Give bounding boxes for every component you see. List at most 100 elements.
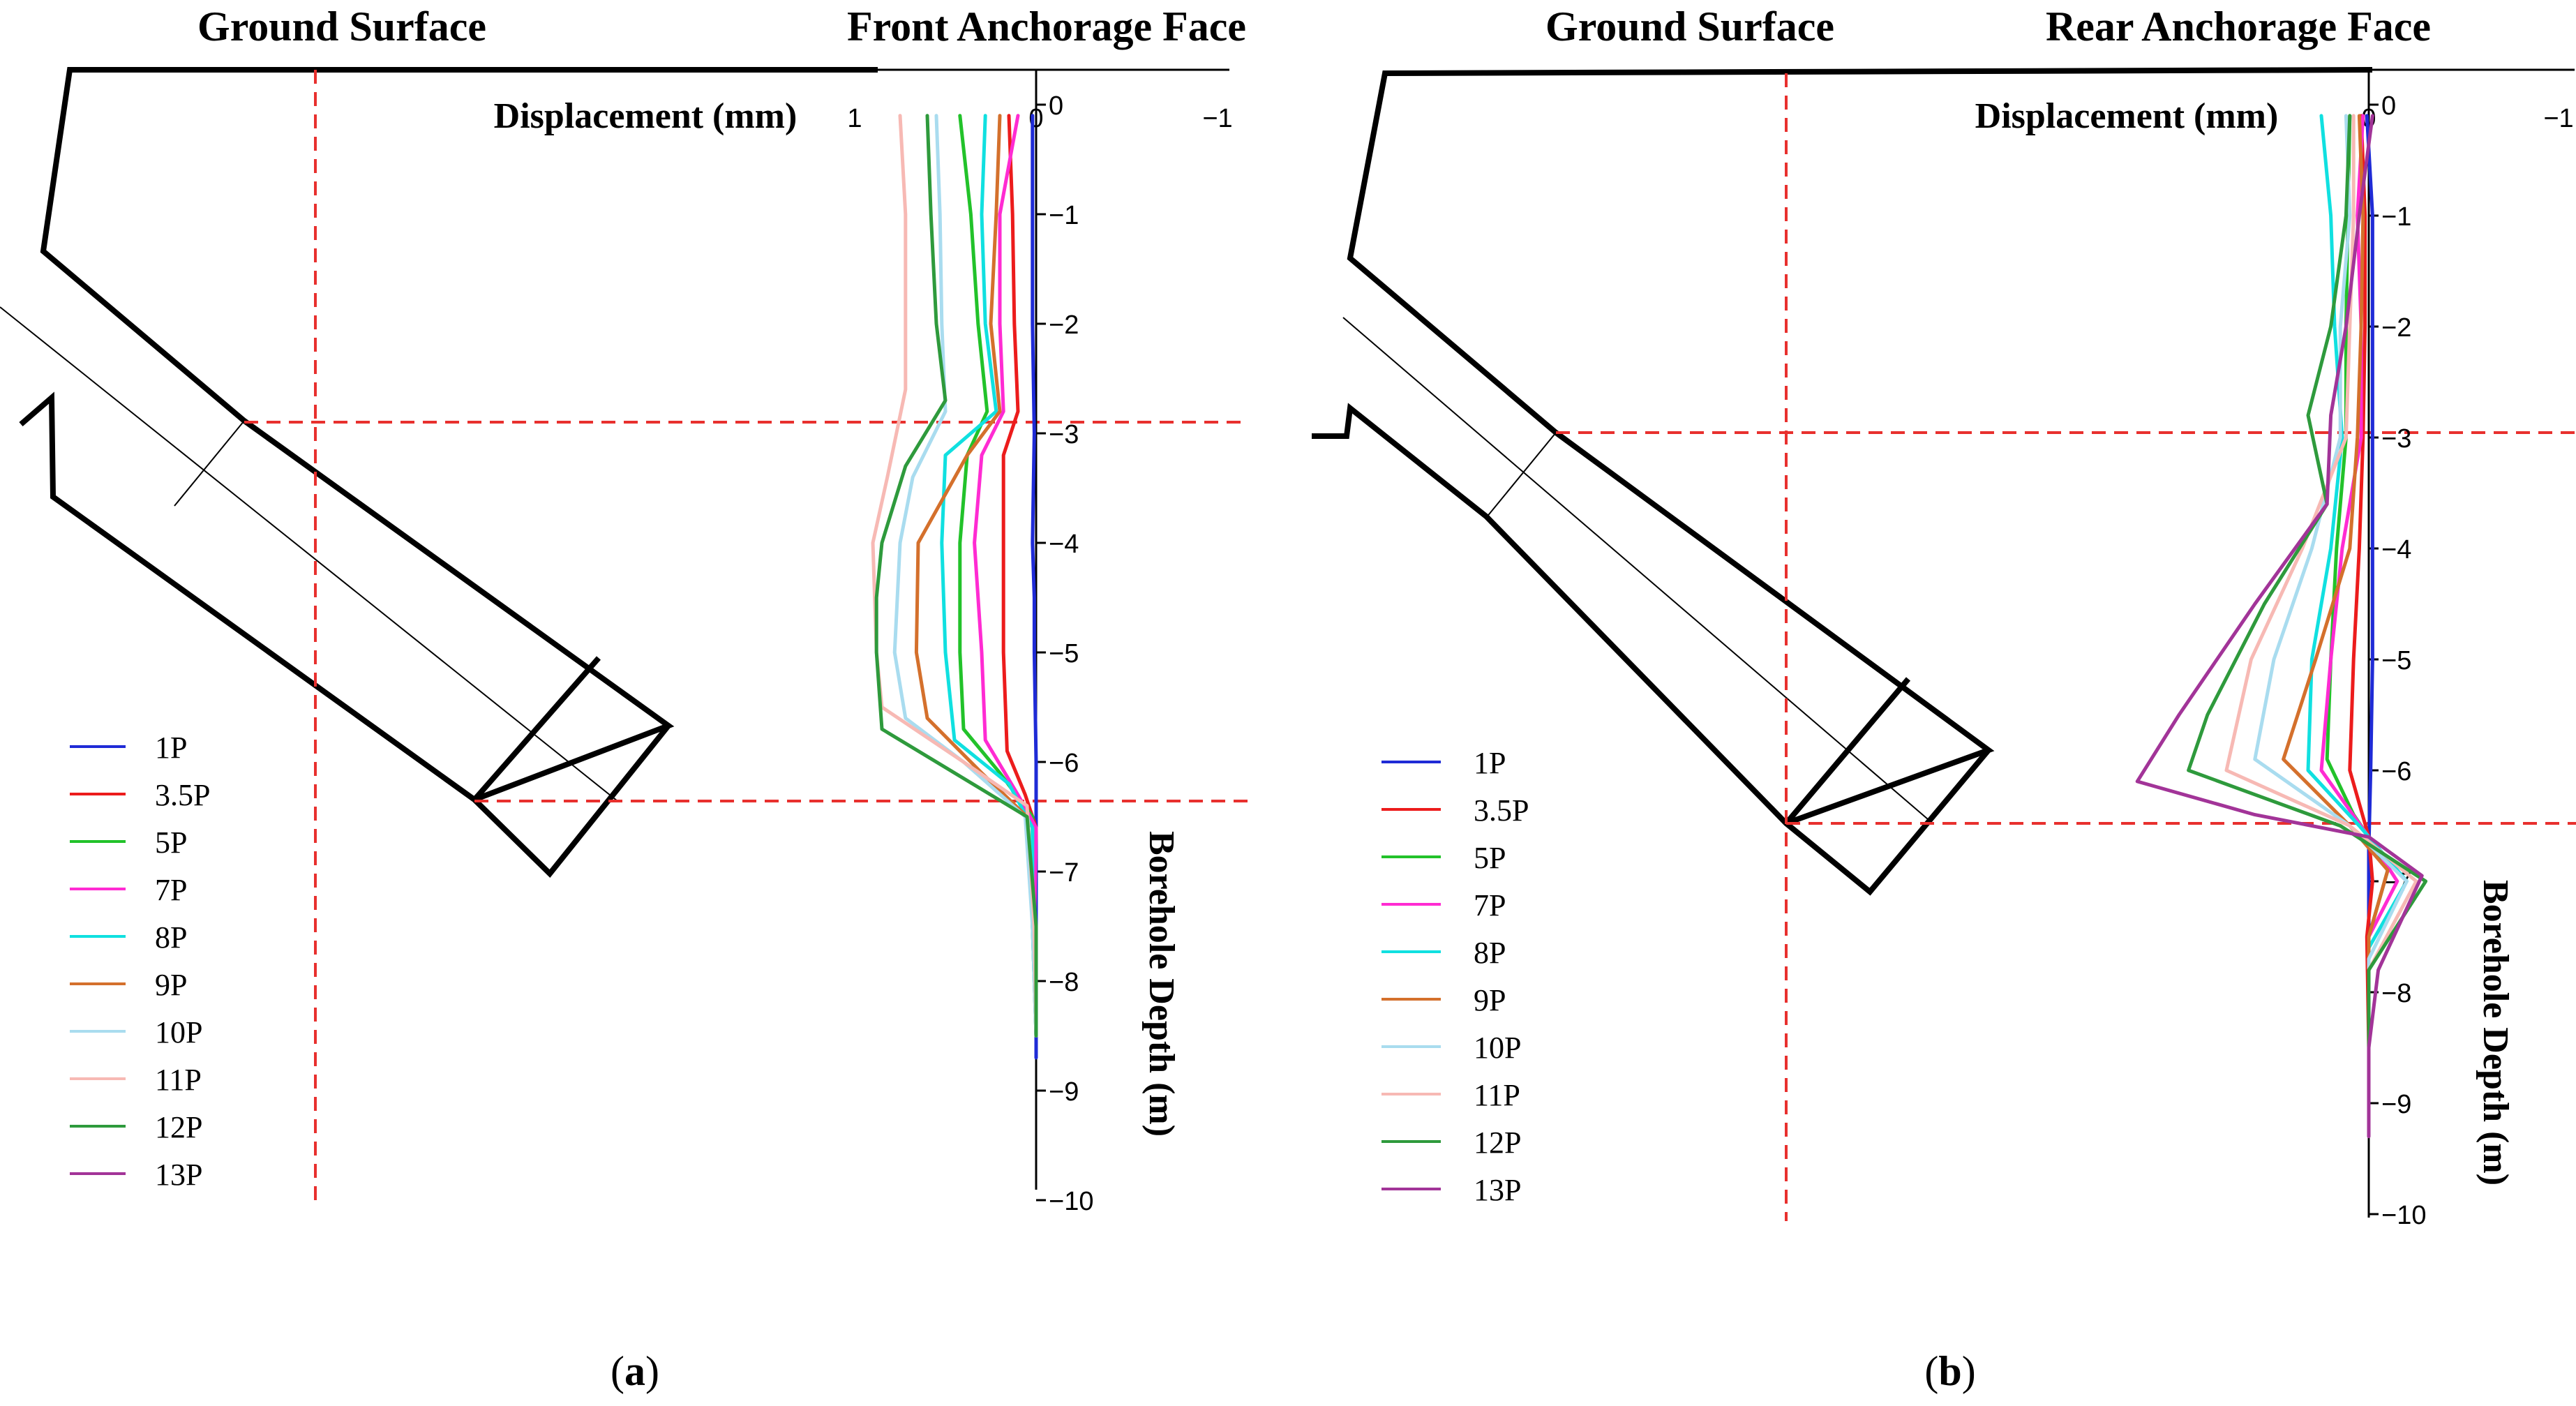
series-line-5p (958, 114, 1038, 1038)
panel-b-series (2135, 114, 2428, 1139)
panel-a-slope-outline (40, 67, 878, 802)
y-tick-label: −4 (1049, 530, 1079, 559)
y-tick-label: −8 (2381, 979, 2411, 1008)
legend-label: 5P (1474, 841, 1506, 875)
legend-item-11p: 11P (1381, 1078, 1520, 1112)
y-tick-label: −9 (2381, 1090, 2411, 1119)
legend-label: 1P (155, 731, 187, 765)
panel-a-y-ticks: 0−1−2−3−4−5−6−7−8−9−10 (1036, 91, 1093, 1216)
y-tick-label: −1 (2381, 202, 2411, 232)
series-line-9p (2282, 114, 2390, 1049)
legend-label: 9P (155, 968, 187, 1002)
y-tick-label: −3 (2381, 424, 2411, 454)
panel-a-y-axis-title: Borehole Depth (m) (1141, 831, 1181, 1137)
legend-item-8p: 8P (1381, 936, 1506, 970)
legend-label: 1P (1474, 746, 1506, 780)
panel-a-guides (244, 70, 1249, 1200)
legend-label: 12P (1474, 1125, 1521, 1160)
y-tick-label: −2 (2381, 313, 2411, 343)
panel-b: Ground Surface Rear Anchorage Face Displ… (1312, 3, 2576, 1394)
legend-item-3-5p: 3.5P (1381, 793, 1529, 828)
panel-b-borehole-lower (1312, 403, 1991, 896)
y-tick-label: −7 (1049, 858, 1079, 888)
panel-a-caption: (a) (611, 1348, 659, 1394)
y-tick-label: −6 (2381, 757, 2411, 786)
legend-label: 7P (1474, 888, 1506, 922)
legend-item-13p: 13P (1381, 1173, 1521, 1207)
panel-b-axes: Displacement (mm) Borehole Depth (m) 0 −1… (1975, 68, 2575, 1230)
panel-a: Ground Surface Front Anchorage Face Disp… (0, 3, 1249, 1394)
legend-item-5p: 5P (1381, 841, 1506, 875)
panel-b-face-label: Rear Anchorage Face (2046, 3, 2431, 50)
legend-label: 7P (155, 873, 187, 907)
series-line-7p (2319, 114, 2399, 1049)
legend-item-10p: 10P (70, 1015, 202, 1049)
panel-a-borehole-lower (19, 391, 671, 878)
panel-a-ground-label: Ground Surface (197, 3, 486, 50)
legend-item-12p: 12P (1381, 1125, 1521, 1160)
legend-label: 11P (155, 1063, 202, 1097)
panel-a-structure (0, 67, 878, 878)
panel-b-y-axis-title: Borehole Depth (m) (2476, 880, 2515, 1186)
x-tick-label: 1 (847, 104, 862, 133)
caption-close: ) (645, 1348, 659, 1394)
panel-b-y-ticks: 0−1−2−3−4−5−6−7−8−9−10 (2369, 91, 2426, 1230)
caption-open: ( (611, 1348, 624, 1394)
legend-label: 8P (155, 920, 187, 955)
legend-label: 5P (155, 825, 187, 860)
legend-label: 3.5P (155, 778, 210, 812)
y-tick-label: −2 (1049, 311, 1079, 340)
panel-b-anchor-axis (1342, 317, 1933, 824)
legend-label: 9P (1474, 983, 1506, 1017)
panel-b-mid-plate (1485, 432, 1557, 518)
y-tick-label: −3 (1049, 420, 1079, 449)
y-tick-label: −4 (2381, 535, 2411, 564)
panel-a-mid-plate (174, 420, 245, 507)
legend-label: 10P (1474, 1031, 1521, 1065)
panel-b-ground-label: Ground Surface (1545, 3, 1834, 50)
x-tick-label: −1 (1202, 104, 1232, 133)
y-tick-label: −9 (1049, 1077, 1079, 1107)
panel-a-series (871, 114, 1038, 1060)
panel-b-structure (1312, 67, 2373, 896)
legend-label: 12P (155, 1110, 202, 1144)
legend-label: 13P (155, 1158, 202, 1192)
legend-item-5p: 5P (70, 825, 187, 860)
panel-a-x-axis-title: Displacement (mm) (494, 96, 797, 136)
series-line-10p (892, 114, 1038, 1038)
x-tick-label: −1 (2543, 104, 2573, 133)
y-tick-label: −5 (2381, 646, 2411, 675)
y-tick-label: 0 (2381, 91, 2396, 121)
panel-b-guides (1556, 73, 2576, 1221)
y-tick-label: −5 (1049, 639, 1079, 668)
y-tick-label: −10 (1049, 1187, 1093, 1216)
legend-item-7p: 7P (1381, 888, 1506, 922)
series-line-11p (2224, 114, 2418, 1049)
caption-letter: a (624, 1348, 645, 1394)
y-tick-label: 0 (1049, 91, 1063, 121)
caption-close: ) (1962, 1348, 1976, 1394)
legend-label: 3.5P (1474, 793, 1529, 828)
legend-item-8p: 8P (70, 920, 187, 955)
legend-item-11p: 11P (70, 1063, 202, 1097)
panel-b-legend: 1P 3.5P 5P 7P 8P 9P 10P 11P 12P 13P (1381, 746, 1529, 1207)
legend-item-9p: 9P (70, 968, 187, 1002)
y-tick-label: −6 (1049, 749, 1079, 778)
legend-item-3-5p: 3.5P (70, 778, 210, 812)
series-line-13p (2135, 114, 2424, 1139)
legend-label: 11P (1474, 1078, 1520, 1112)
panel-b-slope-outline (1347, 67, 2373, 826)
panel-b-caption: (b) (1924, 1348, 1975, 1394)
panel-a-anchor-axis (0, 306, 618, 802)
legend-item-10p: 10P (1381, 1031, 1521, 1065)
legend-item-12p: 12P (70, 1110, 202, 1144)
y-tick-label: −8 (1049, 968, 1079, 997)
panel-a-face-label: Front Anchorage Face (847, 3, 1246, 50)
caption-open: ( (1924, 1348, 1938, 1394)
panel-b-x-axis-title: Displacement (mm) (1975, 96, 2279, 136)
legend-label: 13P (1474, 1173, 1521, 1207)
series-line-12p (874, 114, 1038, 1038)
